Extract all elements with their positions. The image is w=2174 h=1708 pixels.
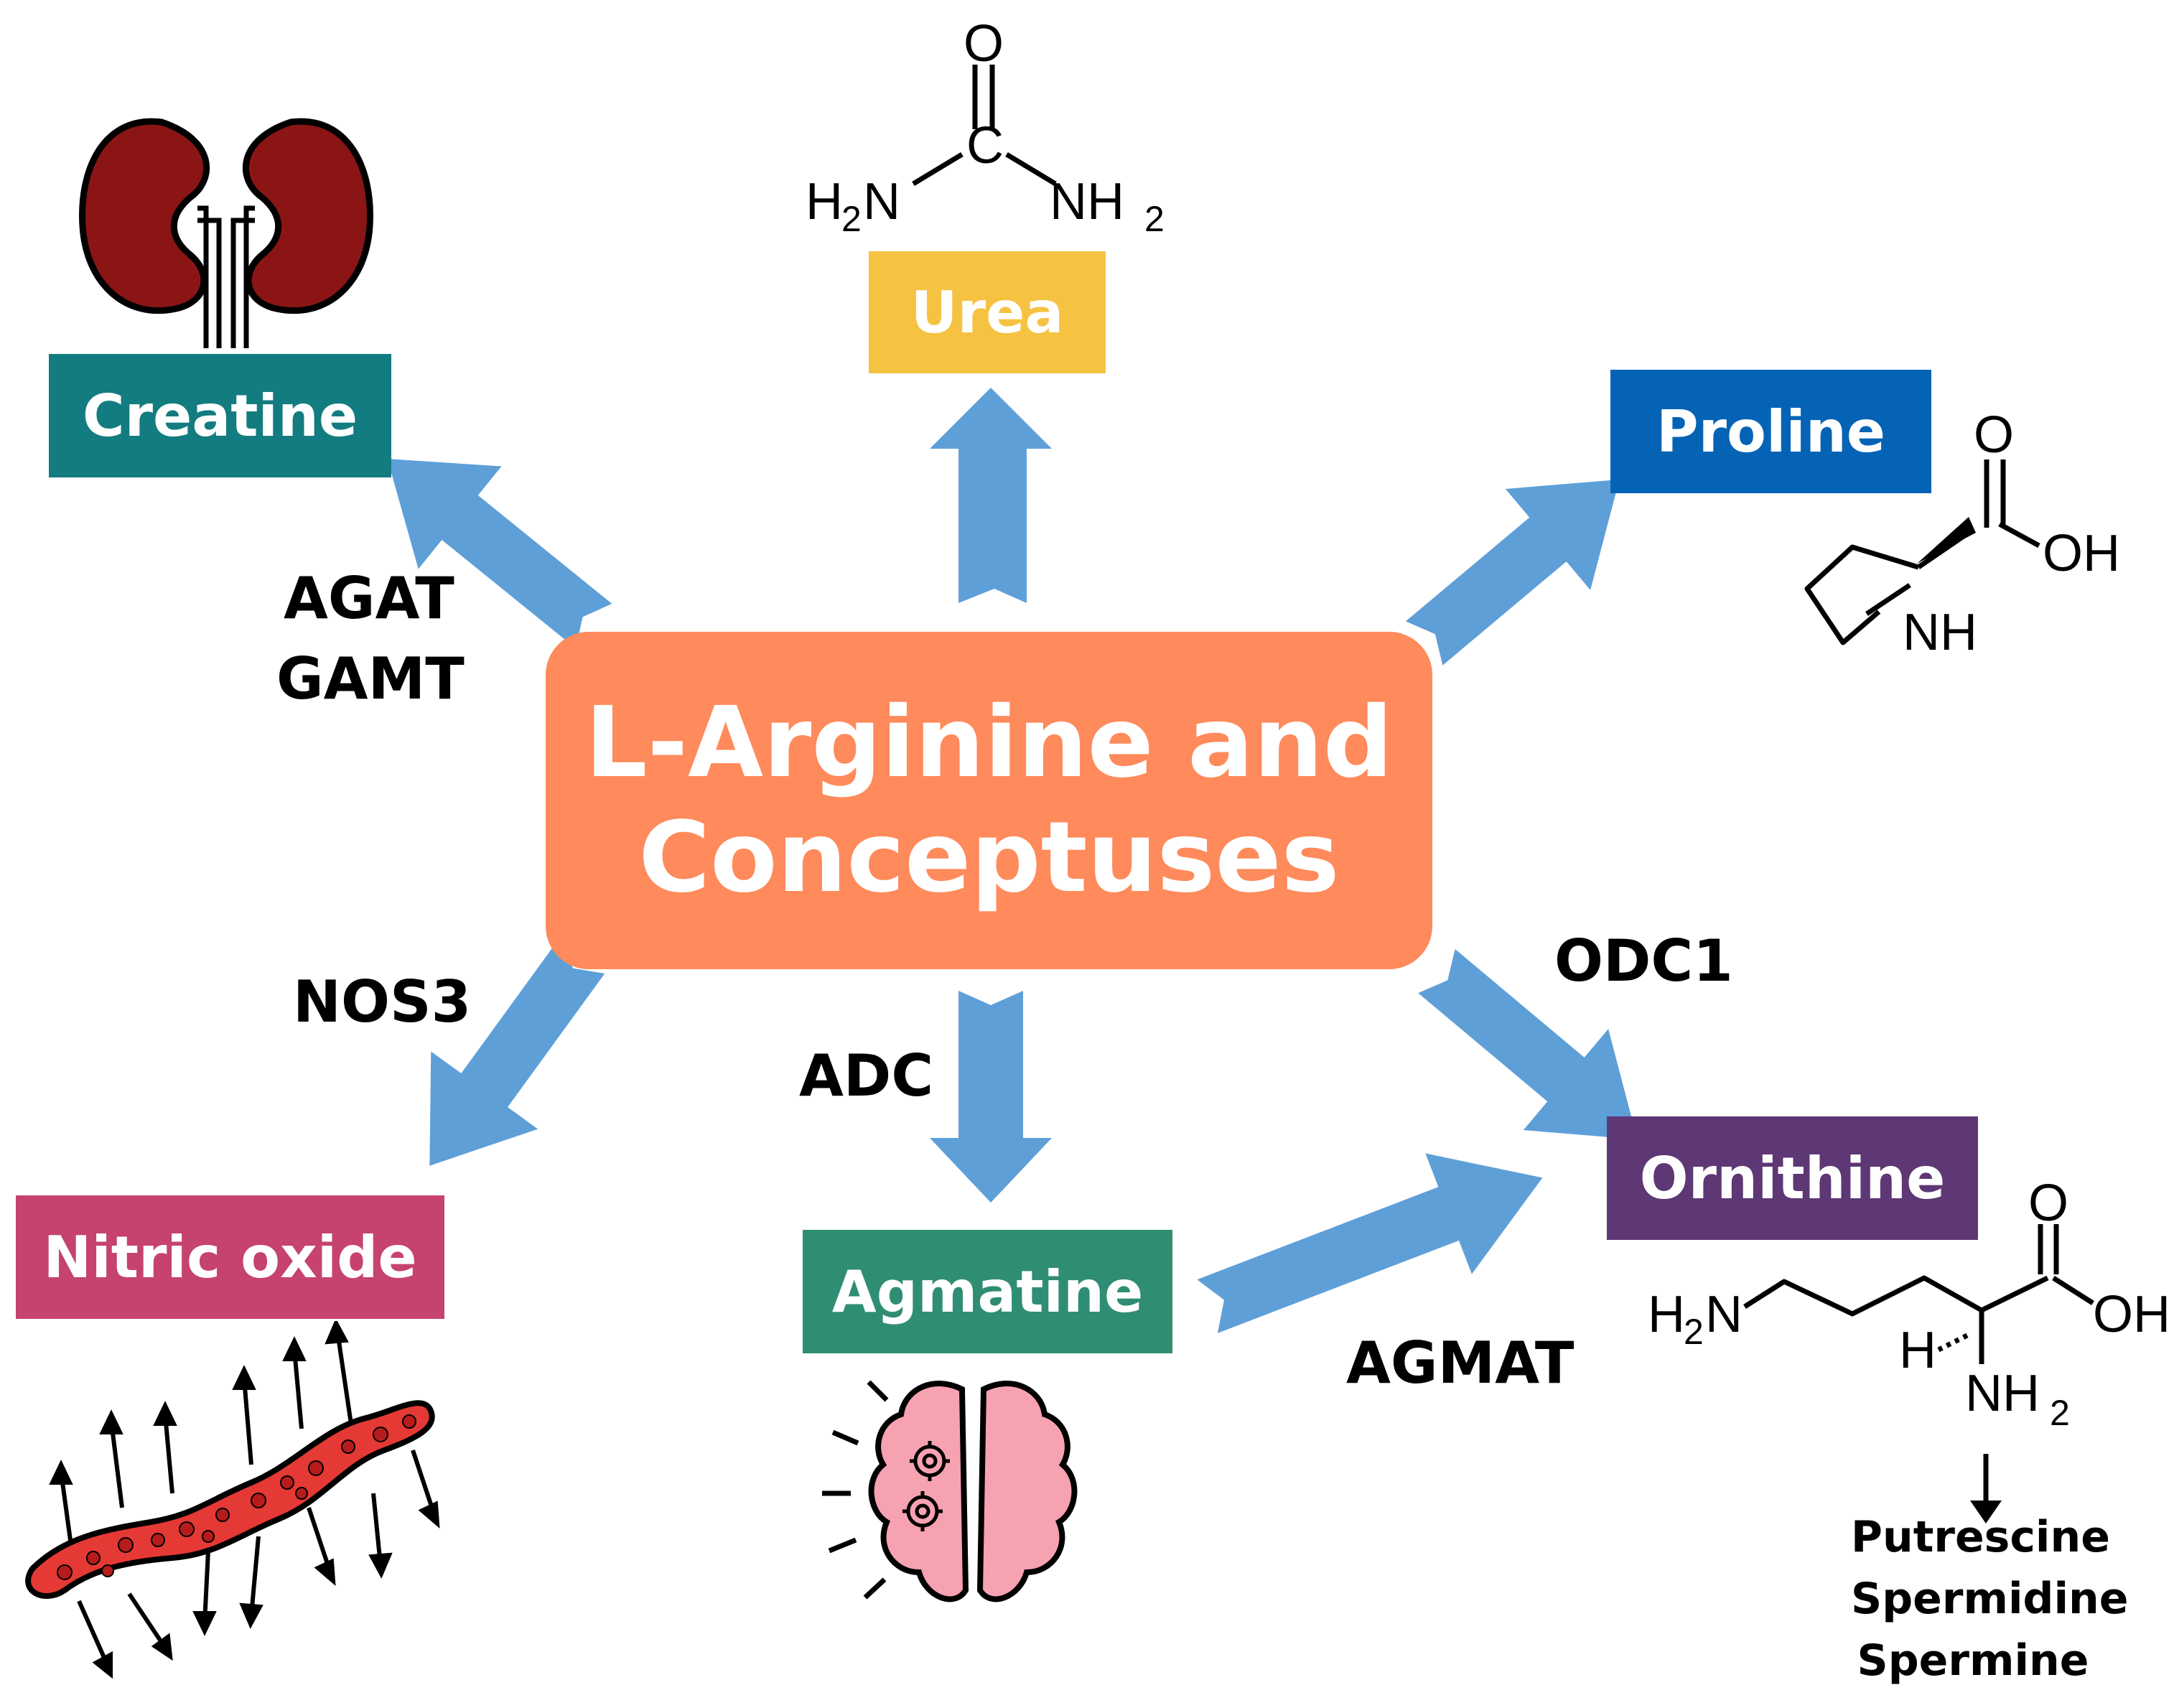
brain-rays: [822, 1380, 889, 1600]
polyamine-spermidine: Spermidine: [1851, 1574, 2129, 1624]
arrow-to-ornithine-from-arginine: [1418, 948, 1638, 1140]
arrow-to-agmatine: [930, 991, 1052, 1203]
arrow-agmatine-to-ornithine: [1197, 1153, 1543, 1333]
blood-vessel-icon: [25, 1321, 440, 1679]
enzyme-label-agat: AGAT: [284, 565, 454, 632]
enzyme-label-nos3: NOS3: [293, 969, 472, 1035]
brain-icon: [822, 1380, 1078, 1602]
polyamines-list: Putrescine Spermidine Spermine: [1851, 1506, 2129, 1691]
arrow-to-proline: [1405, 479, 1620, 666]
enzyme-label-gamt: GAMT: [276, 645, 465, 712]
arrow-to-creatine: [387, 459, 612, 649]
arrow-to-urea: [930, 388, 1052, 603]
center-label-line1: L-Arginine and: [584, 686, 1394, 800]
proline-box: Proline: [1610, 370, 1931, 493]
enzyme-label-adc: ADC: [799, 1042, 934, 1109]
ornithine-box: Ornithine: [1607, 1116, 1978, 1240]
polyamine-spermine: Spermine: [1857, 1635, 2089, 1686]
arrow-to-nitric-oxide: [429, 939, 605, 1166]
polyamine-putrescine: Putrescine: [1851, 1512, 2110, 1562]
diffusion-arrows: [49, 1321, 440, 1679]
center-label-line2: Conceptuses: [638, 801, 1340, 915]
enzyme-label-agmat: AGMAT: [1346, 1330, 1574, 1396]
nitric-oxide-box: Nitric oxide: [16, 1195, 444, 1319]
creatine-box: Creatine: [49, 354, 391, 477]
kidney-icon: [79, 118, 373, 348]
agmatine-box: Agmatine: [803, 1230, 1172, 1353]
urea-box: Urea: [869, 251, 1106, 373]
enzyme-label-odc1: ODC1: [1554, 928, 1733, 994]
center-node-l-arginine: L-Arginine and Conceptuses: [546, 632, 1432, 969]
gear-icon: [902, 1441, 950, 1531]
